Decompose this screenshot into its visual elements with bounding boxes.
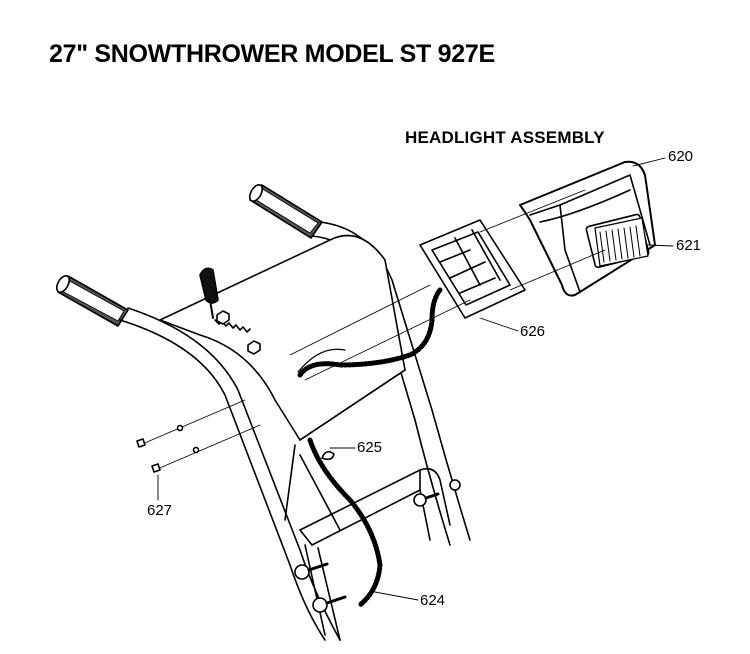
cross-brace xyxy=(284,444,341,531)
callout-627: 627 xyxy=(147,502,173,519)
page-title: 27" SNOWTHROWER MODEL ST 927E xyxy=(49,40,495,68)
wire-clip xyxy=(321,450,335,461)
exploded-view-lines xyxy=(139,189,606,471)
left-handle-grip xyxy=(55,275,129,327)
callout-620: 620 xyxy=(668,148,694,165)
headlight-wire-coil xyxy=(297,287,443,378)
frame-bolts xyxy=(294,479,461,613)
shift-lever xyxy=(199,267,219,319)
callout-624: 624 xyxy=(420,592,446,609)
control-panel xyxy=(159,234,406,441)
callout-621: 621 xyxy=(676,237,702,254)
right-handle-grip xyxy=(248,184,323,239)
headlight-bracket xyxy=(419,219,526,319)
lower-mounting-frame xyxy=(299,467,451,641)
callout-625: 625 xyxy=(357,439,383,456)
callout-626: 626 xyxy=(520,323,546,340)
wire-harness xyxy=(307,437,383,608)
headlight-lens xyxy=(594,217,649,267)
panel-nut xyxy=(216,310,261,355)
callout-leaders xyxy=(157,157,674,601)
mounting-bolts xyxy=(136,424,200,473)
assembly-title: HEADLIGHT ASSEMBLY xyxy=(405,128,605,147)
